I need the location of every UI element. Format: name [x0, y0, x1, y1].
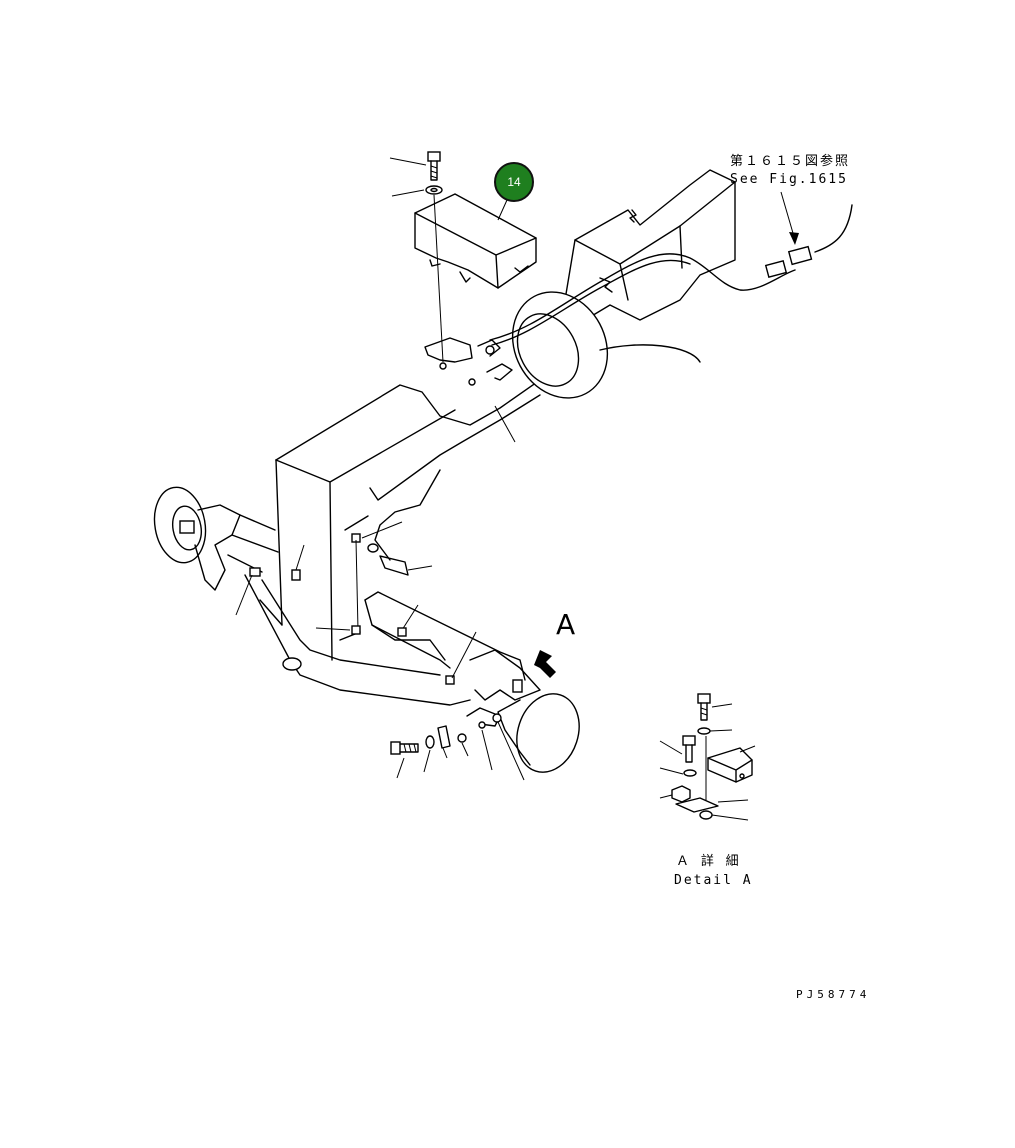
top-bolt: [389, 151, 444, 363]
drawing-number: PJ58774: [796, 988, 871, 1001]
axle-beam-lower: [244, 574, 526, 706]
wire-harness: [489, 191, 853, 346]
view-marker-a: A: [556, 608, 576, 641]
detail-caption-jp: Ａ 詳 細: [676, 854, 741, 869]
axle-housing-upper: [275, 169, 736, 661]
beam-fasteners: [235, 521, 477, 685]
detail-a-drawing: [659, 693, 756, 821]
callout-number: 14: [507, 175, 521, 189]
right-hub: [466, 649, 580, 781]
reference-jp: 第１６１５図参照: [730, 154, 851, 169]
left-hub: [153, 486, 279, 591]
loose-fasteners: [390, 725, 469, 779]
detail-caption-en: Detail A: [674, 873, 753, 888]
flange-disc: [511, 291, 701, 399]
part-callout-14[interactable]: 14: [494, 162, 534, 202]
view-arrow: [534, 650, 556, 678]
cover-part: [414, 193, 537, 289]
reference-en: See Fig.1615: [730, 172, 848, 187]
sensor-bracket-top: [424, 337, 516, 443]
